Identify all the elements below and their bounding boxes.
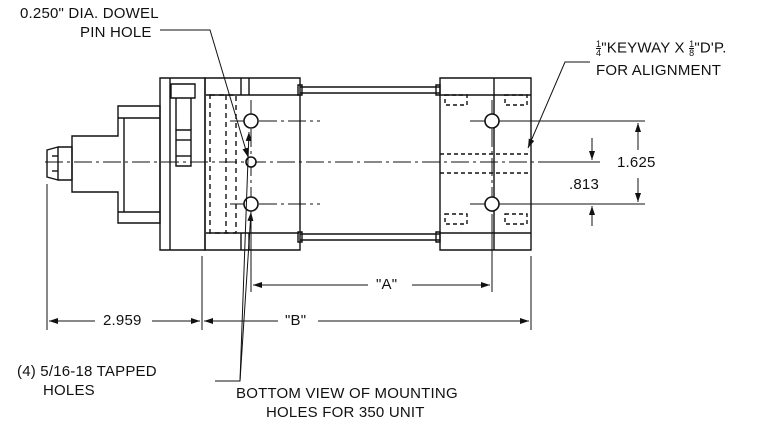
holes <box>244 114 499 211</box>
dim-B: "B" <box>285 312 307 329</box>
collet-nose <box>47 147 58 180</box>
dim-2959: 2.959 <box>103 312 142 329</box>
caption-line1: BOTTOM VIEW OF MOUNTING <box>236 385 458 402</box>
unit-body <box>47 78 531 250</box>
motor-housing <box>72 106 160 223</box>
front-plate <box>205 78 300 250</box>
dowel-leader <box>160 30 248 157</box>
bolt-head <box>171 84 195 98</box>
collet-body <box>58 147 72 180</box>
dowel-callout-line1: 0.250" DIA. DOWEL <box>20 5 159 22</box>
dowel-callout-line2: PIN HOLE <box>80 24 152 41</box>
right-block <box>440 78 531 250</box>
tapped-callout-line2: HOLES <box>43 382 95 399</box>
caption-line2: HOLES FOR 350 UNIT <box>266 404 425 421</box>
tapped-hole-1 <box>244 114 258 128</box>
dim-813: .813 <box>569 176 599 193</box>
dimension-lines <box>47 30 645 381</box>
tapped-callout-line1: (4) 5/16-18 TAPPED <box>17 363 157 380</box>
tapped-hole-4 <box>485 197 499 211</box>
left-block <box>160 78 205 250</box>
tapped-hole-3 <box>485 114 499 128</box>
keyway-leader <box>528 62 590 148</box>
dim-A: "A" <box>376 276 398 293</box>
keyway-text: "KEYWAY X <box>601 39 690 57</box>
tapped-leader-upper <box>240 132 252 381</box>
keyway-callout-line2: FOR ALIGNMENT <box>596 62 722 79</box>
tapped-hole-2 <box>244 197 258 211</box>
dim-1625: 1.625 <box>617 154 656 171</box>
keyway-depth-text: "D'P. <box>694 39 727 57</box>
